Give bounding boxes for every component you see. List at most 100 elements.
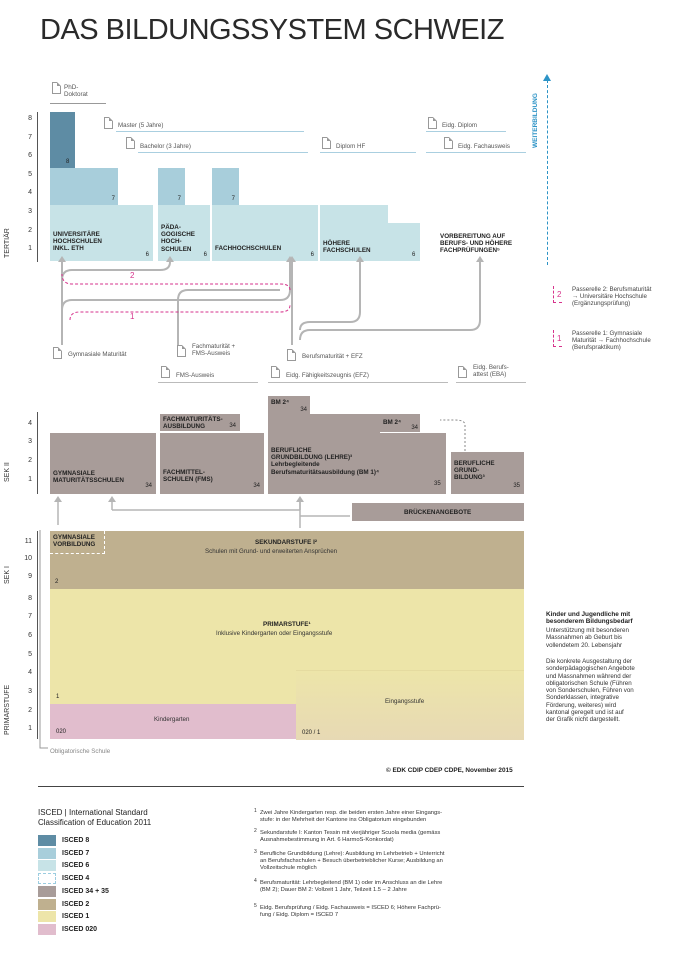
eingangsstufe-label: Eingangsstufe	[385, 698, 425, 705]
bm2-block[interactable]: BM 2⁴ 34	[268, 396, 310, 414]
legend-swatch	[38, 860, 56, 872]
axis-tick: 3	[28, 438, 32, 445]
eingangsstufe-block[interactable]: Eingangsstufe 020 / 1	[296, 670, 524, 740]
isced-number: 35	[513, 483, 520, 489]
legend-item: ISCED 6	[38, 860, 148, 872]
axis-tick: 11	[24, 538, 32, 545]
isced-number: 7	[231, 196, 235, 202]
brueckenangebote-label: BRÜCKENANGEBOTE	[404, 509, 472, 516]
isced-number: 34	[145, 483, 152, 489]
bg-eba-label: BERUFLICHE GRUND- BILDUNG³	[454, 460, 495, 482]
gym-block[interactable]: GYMNASIALE MATURITÄTSSCHULEN 34	[50, 433, 156, 494]
master-label: Master (5 Jahre)	[118, 122, 164, 129]
ph-block[interactable]: PÄDA- GOGISCHE HOCH- SCHULEN 6	[158, 205, 210, 261]
hf-label: HÖHERE FACHSCHULEN	[323, 240, 371, 255]
fh-label: FACHHOCHSCHULEN	[215, 245, 282, 252]
legend-label: ISCED 34 + 35	[62, 887, 109, 895]
passerelle-2-icon: 2	[557, 290, 562, 299]
divider	[50, 103, 106, 104]
bg-eba-block[interactable]: BERUFLICHE GRUND- BILDUNG³ 35	[451, 452, 524, 494]
document-icon	[322, 137, 331, 149]
axis-line	[37, 589, 38, 739]
bachelor-label: Bachelor (3 Jahre)	[140, 143, 191, 150]
footnote-text: Sekundarstufe I: Kanton Tessin mit vierj…	[260, 830, 441, 843]
isced-number: 7	[177, 196, 181, 202]
sek1-block[interactable]: GYMNASIALE VORBILDUNG SEKUNDARSTUFE I² S…	[50, 531, 524, 589]
axis-tick: 2	[28, 457, 32, 464]
divider	[380, 432, 420, 433]
axis-tick: 7	[28, 134, 32, 141]
legend-heading: ISCED | International Standard Classific…	[38, 808, 152, 827]
document-icon	[458, 366, 467, 378]
footnote-text: Berufliche Grundbildung (Lehre): Ausbild…	[260, 851, 445, 871]
page-title: DAS BILDUNGSSYSTEM SCHWEIZ	[40, 14, 504, 46]
eidg-diplom-label: Eidg. Diplom	[442, 122, 478, 129]
level-label-primar: PRIMARSTUFE	[4, 684, 11, 735]
berufliche-grundbildung-label: BERUFLICHE GRUNDBILDUNG (LEHRE)³ Lehrbeg…	[271, 447, 380, 476]
legend-item: ISCED 4	[38, 873, 148, 885]
axis-tick: 4	[28, 669, 32, 676]
divider	[426, 131, 506, 132]
footnote-text: Eidg. Berufsprüfung / Eidg. Fachausweis …	[260, 905, 441, 918]
document-icon	[177, 345, 186, 357]
legend-item: ISCED 8	[38, 835, 148, 846]
fh-block[interactable]: FACHHOCHSCHULEN 6	[212, 205, 318, 261]
isced-number: 020	[56, 729, 67, 735]
axis-tick: 5	[28, 171, 32, 178]
divider	[116, 131, 304, 132]
legend-label: ISCED 4	[62, 875, 90, 883]
primar-label: PRIMARSTUFE¹	[263, 621, 311, 628]
legend-swatch	[38, 835, 56, 846]
legend-item: ISCED 2	[38, 898, 148, 910]
uni-master-block: 7	[50, 168, 118, 205]
arrow-gym-fh	[61, 262, 291, 311]
legend-swatch	[38, 885, 56, 897]
axis-tick: 8	[28, 115, 32, 122]
document-icon	[53, 347, 62, 359]
hf-block-a[interactable]	[320, 205, 388, 261]
axis-line	[37, 412, 38, 494]
axis-line	[37, 531, 38, 589]
copyright: © EDK CDIP CDEP CDPE, November 2015	[386, 767, 513, 774]
arrow-efz-vorb	[299, 262, 481, 341]
kindergarten-block[interactable]: Kindergarten 020	[50, 704, 296, 739]
isced-number: 7	[111, 196, 115, 202]
fh-master-block: 7	[212, 168, 239, 205]
side-note-title: Kinder und Jugendliche mit besonderem Bi…	[546, 611, 633, 626]
isced-number: 34	[253, 483, 260, 489]
brueckenangebote-block[interactable]: BRÜCKENANGEBOTE	[352, 503, 524, 521]
passerelle-1-icon: 1	[557, 334, 562, 343]
axis-tick: 1	[28, 725, 32, 732]
divider	[268, 382, 448, 383]
axis-tick: 2	[28, 707, 32, 714]
passerelle-1-marker: 1	[130, 312, 135, 321]
legend-label: ISCED 2	[62, 900, 90, 908]
arrow-gym-uni	[61, 261, 171, 345]
fms-block[interactable]: FACHMITTEL- SCHULEN (FMS) 34	[160, 433, 264, 494]
bm2b-label: BM 2⁴	[383, 419, 402, 426]
divider	[38, 786, 524, 787]
footnote-number: 2	[254, 828, 257, 834]
bm2-block-b: BM 2⁴ 34	[380, 414, 420, 432]
gym-vorb-label: GYMNASIALE VORBILDUNG	[53, 534, 96, 549]
bg-block-a[interactable]	[268, 414, 380, 494]
isced-number: 6	[203, 252, 207, 258]
gym-vorb-box: GYMNASIALE VORBILDUNG	[50, 531, 105, 554]
efz-label: Eidg. Fähigkeitszeugnis (EFZ)	[286, 372, 369, 379]
isced-number: 2	[55, 579, 59, 585]
uni-block[interactable]: UNIVERSITÄRE HOCHSCHULEN INKL. ETH 6	[50, 205, 153, 261]
fachmat-block[interactable]: FACHMATURITÄTS- AUSBILDUNG 34	[160, 414, 240, 431]
footnote-number: 3	[254, 849, 257, 855]
document-icon	[287, 349, 296, 361]
axis-tick: 6	[28, 152, 32, 159]
footnote-number: 5	[254, 903, 257, 909]
side-note-p1: Unterstützung mit besonderen Massnahmen …	[546, 627, 629, 649]
phd-label: PhD- Doktorat	[64, 84, 88, 99]
passerelle-1-text: Passerelle 1: Gymnasiale Maturität → Fac…	[572, 330, 651, 351]
axis-tick: 3	[28, 688, 32, 695]
legend-label: ISCED 1	[62, 913, 90, 921]
document-icon	[271, 366, 280, 378]
berufsmat-label: Berufsmaturität + EFZ	[302, 353, 363, 360]
